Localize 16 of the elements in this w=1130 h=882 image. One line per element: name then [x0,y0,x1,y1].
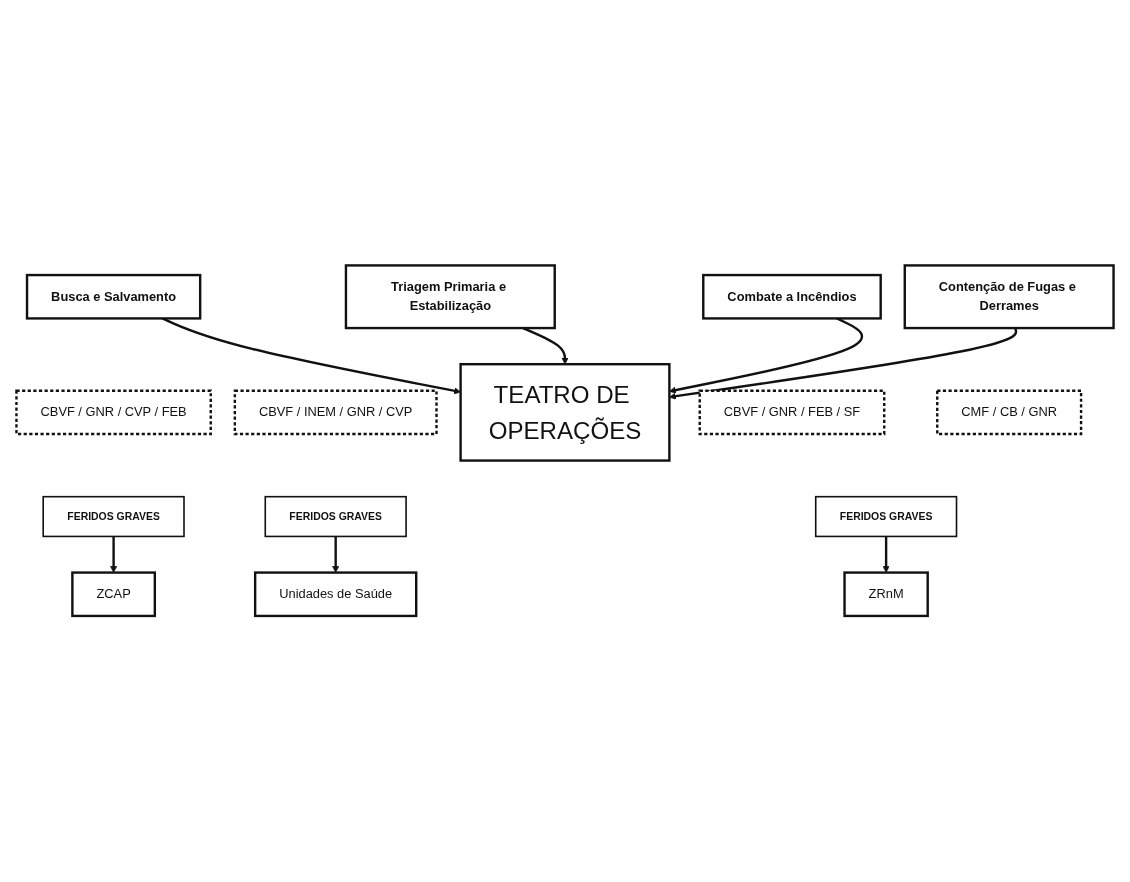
node-box: CBVF / GNR / FEB / SF [698,389,886,436]
node-box: Busca e Salvamento [25,274,202,320]
node-box: CBVF / INEM / GNR / CVP [233,389,438,436]
node-box: Triagem Primaria e Estabilização [344,264,556,330]
node-box: Contenção de Fugas e Derrames [903,264,1115,330]
node-box: CMF / CB / GNR [936,389,1083,436]
node-box: FERIDOS GRAVES [42,496,185,538]
arrow [669,328,1018,400]
node-box: CBVF / GNR / CVP / FEB [15,389,212,436]
node-box: FERIDOS GRAVES [814,496,958,538]
node-box: TEATRO DE OPERAÇÕES [459,363,671,463]
node-box: ZCAP [71,571,157,618]
node-box: Unidades de Saúde [253,571,418,618]
node-box: ZRnM [843,571,929,618]
node-box: FERIDOS GRAVES [264,496,407,538]
node-box: Combate a Incêndios [702,274,882,320]
